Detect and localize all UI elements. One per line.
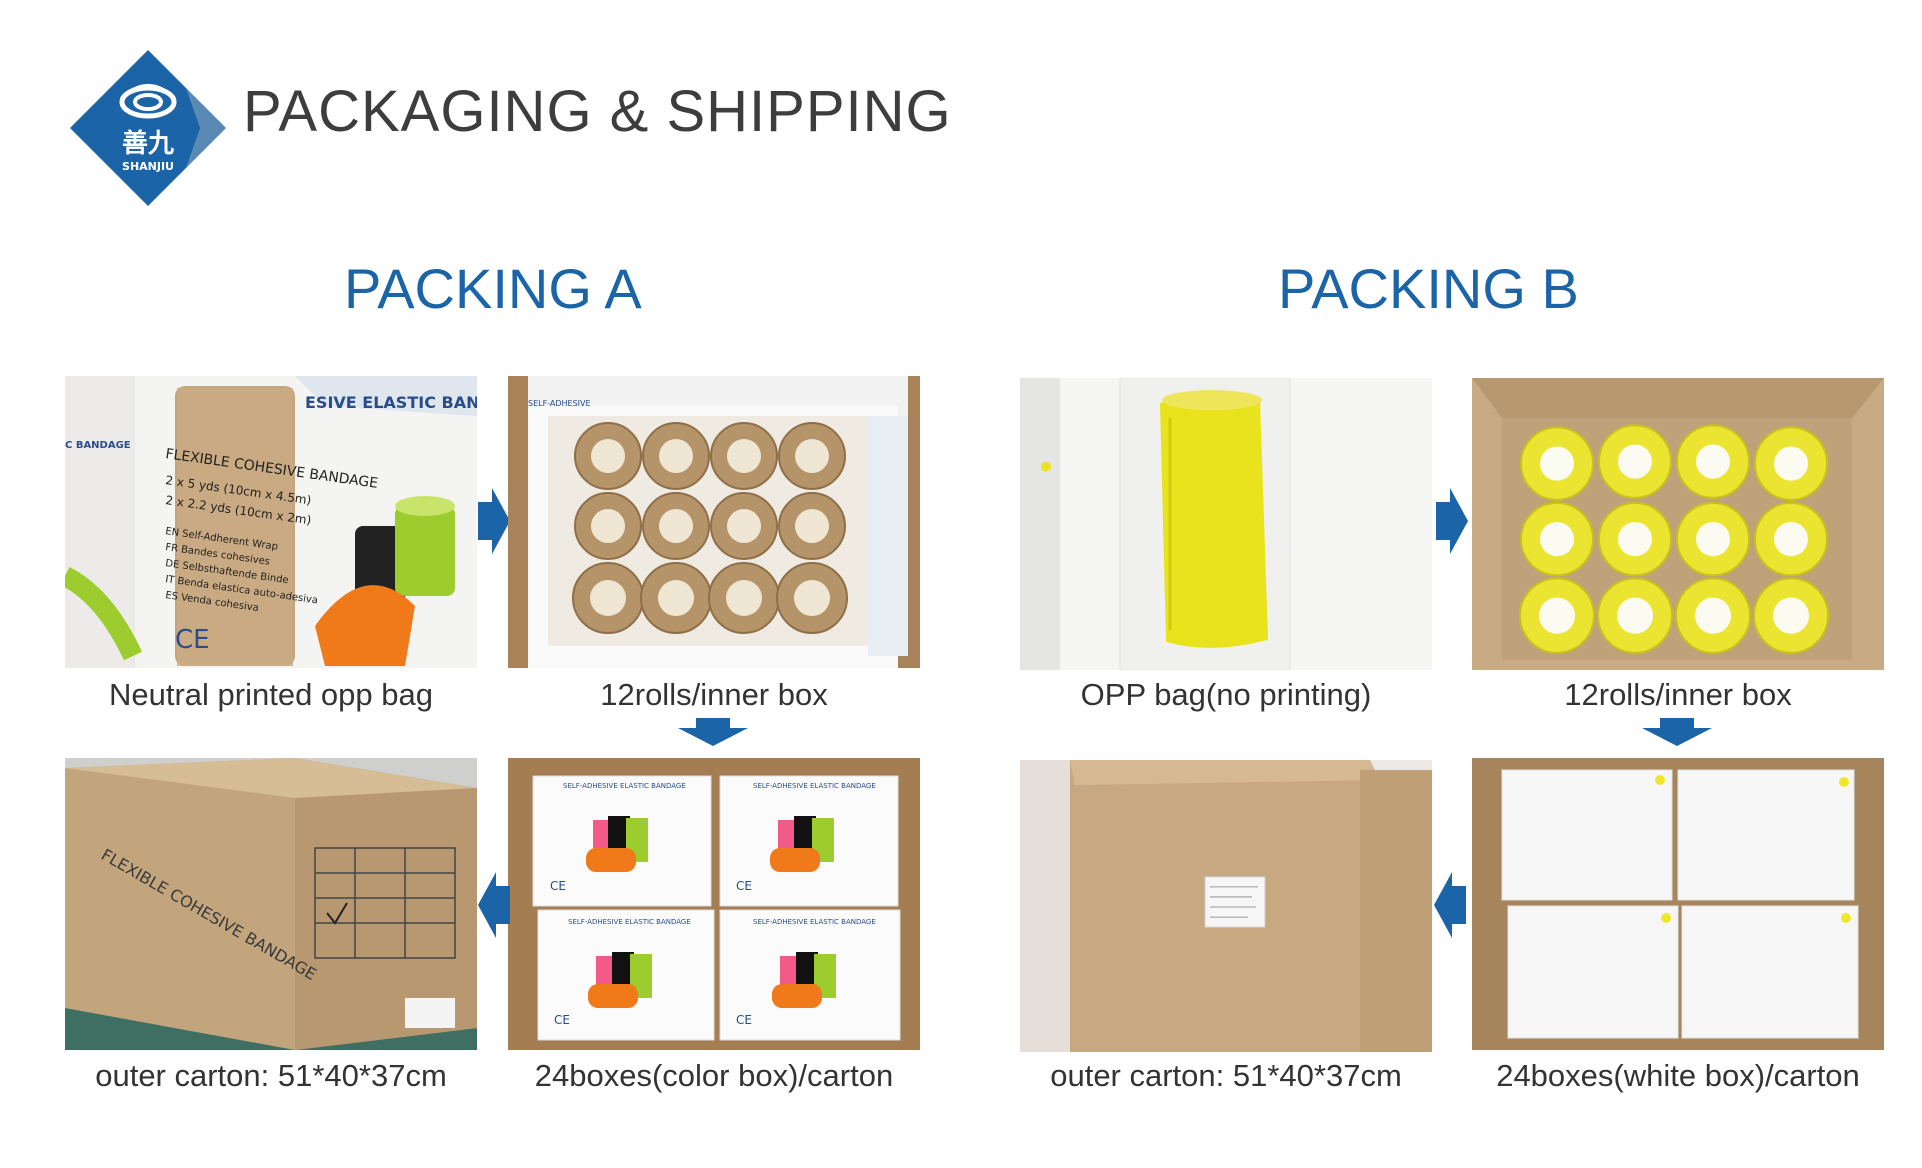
caption-a-bag: Neutral printed opp bag bbox=[108, 677, 433, 712]
caption-a-outer: outer carton: 51*40*37cm bbox=[95, 1058, 447, 1093]
shanjiu-logo: 善九 SHANJIU bbox=[70, 50, 226, 206]
caption-b-carton: 24boxes(white box)/carton bbox=[1496, 1058, 1860, 1093]
bandage-in-bag-photo: ESIVE ELASTIC BAN FLEXIBLE COHESIVE BAND… bbox=[65, 376, 477, 668]
svg-text:SELF-ADHESIVE ELASTIC BANDAGE: SELF-ADHESIVE ELASTIC BANDAGE bbox=[753, 918, 876, 926]
arrow-left-icon bbox=[1434, 872, 1466, 943]
arrow-right-icon bbox=[1436, 488, 1468, 559]
svg-text:CE: CE bbox=[736, 1013, 752, 1027]
inner-box-yellow-rolls-photo bbox=[1472, 378, 1884, 670]
page-title: PACKAGING & SHIPPING bbox=[243, 79, 952, 144]
arrow-right-icon bbox=[478, 488, 510, 559]
svg-text:SELF-ADHESIVE ELASTIC BANDAGE: SELF-ADHESIVE ELASTIC BANDAGE bbox=[563, 782, 686, 790]
arrow-left-icon bbox=[478, 872, 510, 943]
svg-text:SHANJIU: SHANJIU bbox=[122, 160, 174, 173]
svg-text:ESIVE ELASTIC BAN: ESIVE ELASTIC BAN bbox=[305, 393, 477, 412]
caption-b-outer: outer carton: 51*40*37cm bbox=[1050, 1058, 1402, 1093]
svg-text:CE: CE bbox=[175, 625, 210, 655]
svg-text:CE: CE bbox=[554, 1013, 570, 1027]
svg-text:SELF-ADHESIVE: SELF-ADHESIVE bbox=[528, 399, 591, 408]
outer-carton-plain-photo bbox=[1020, 760, 1432, 1052]
carton-color-boxes-photo: SELF-ADHESIVE ELASTIC BANDAGE SELF-ADHESI… bbox=[508, 758, 920, 1050]
carton-white-boxes-photo bbox=[1472, 758, 1884, 1050]
svg-text:C BANDAGE: C BANDAGE bbox=[65, 440, 131, 451]
section-title-packing-a: PACKING A bbox=[344, 257, 642, 320]
svg-text:善九: 善九 bbox=[122, 128, 174, 159]
caption-a-inner-box: 12rolls/inner box bbox=[600, 677, 828, 712]
caption-a-carton: 24boxes(color box)/carton bbox=[534, 1058, 894, 1093]
caption-b-inner-box: 12rolls/inner box bbox=[1564, 677, 1792, 712]
inner-box-tan-rolls-photo: SELF-ADHESIVE bbox=[508, 376, 920, 668]
svg-text:CE: CE bbox=[736, 879, 752, 893]
svg-text:CE: CE bbox=[550, 879, 566, 893]
yellow-bandage-bag-photo bbox=[1020, 378, 1432, 670]
arrow-down-icon bbox=[678, 718, 748, 751]
svg-text:SELF-ADHESIVE ELASTIC BANDAGE: SELF-ADHESIVE ELASTIC BANDAGE bbox=[568, 918, 691, 926]
caption-b-bag: OPP bag(no printing) bbox=[1080, 677, 1372, 712]
svg-text:SELF-ADHESIVE ELASTIC BANDAGE: SELF-ADHESIVE ELASTIC BANDAGE bbox=[753, 782, 876, 790]
outer-carton-photo: FLEXIBLE COHESIVE BANDAGE bbox=[65, 758, 477, 1050]
arrow-down-icon bbox=[1642, 718, 1712, 751]
section-title-packing-b: PACKING B bbox=[1278, 257, 1579, 320]
